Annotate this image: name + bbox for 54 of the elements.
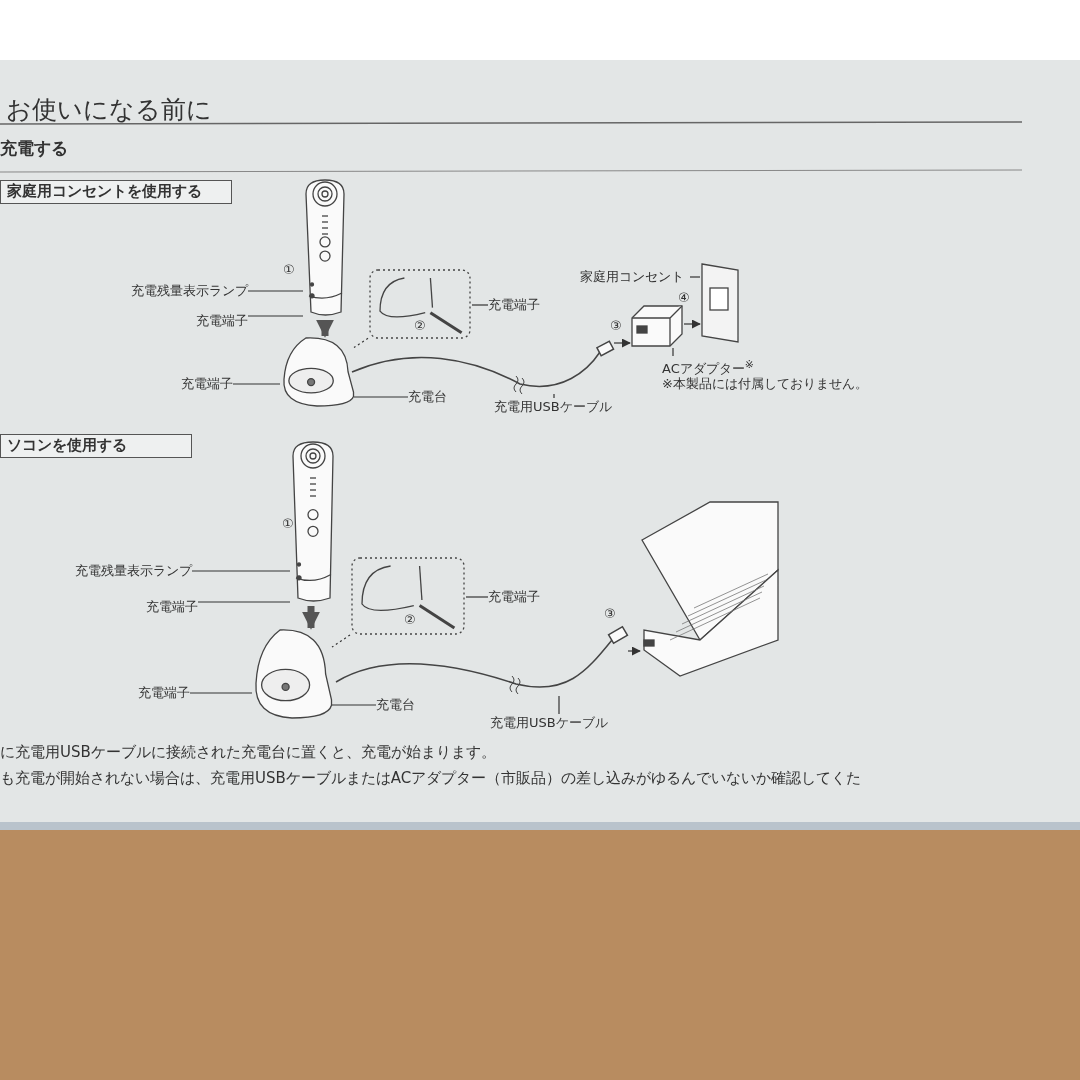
- footnote: ※本製品には付属しておりません。: [662, 376, 868, 392]
- part-label: 充電台: [408, 388, 462, 406]
- leader-line: [672, 347, 674, 357]
- callout-number: ③: [604, 606, 616, 622]
- leader-line: [689, 276, 701, 278]
- callout-number: ③: [610, 318, 622, 334]
- leader-line: [197, 601, 291, 603]
- dotted-callout-line: [353, 337, 369, 349]
- leader-line: [247, 315, 304, 317]
- arrow: [613, 338, 631, 348]
- leader-line: [553, 393, 555, 399]
- leader-line: [189, 692, 253, 694]
- arrow: [627, 646, 641, 656]
- section-heading-box: ソコンを使用する: [0, 434, 192, 458]
- part-label: 充電端子: [488, 296, 552, 314]
- dotted-callout-line: [331, 634, 351, 648]
- leader-line: [232, 383, 281, 385]
- part-label: 充電残量表示ランプ: [48, 562, 192, 580]
- leader-line: [331, 704, 377, 706]
- part-label: 充電端子: [163, 375, 233, 393]
- leader-line: [465, 596, 489, 598]
- wall-outlet-drawing: [700, 262, 740, 344]
- callout-number: ①: [282, 516, 294, 532]
- callout-number: ②: [404, 612, 416, 628]
- instruction-text: も充電が開始されない場合は、充電用USBケーブルまたはACアダプター（市販品）の差し込みがゆるんでいないか確認してくた: [0, 768, 862, 788]
- leader-line: [247, 290, 304, 292]
- part-label: 充電端子: [128, 598, 198, 616]
- part-label: ACアダプター$^{※}$: [662, 356, 766, 374]
- leader-line: [558, 695, 560, 715]
- leader-line: [471, 304, 489, 306]
- leader-line: [353, 396, 409, 398]
- part-label: 充電端子: [488, 588, 558, 606]
- adapter-drawing: [630, 304, 684, 348]
- arrow: [683, 319, 701, 329]
- detail-inset-drawing: [350, 556, 466, 636]
- section-heading: 充電する: [0, 140, 68, 156]
- detail-inset-drawing: [368, 268, 472, 340]
- part-label: 家庭用コンセント: [580, 268, 690, 286]
- part-label: 充電端子: [118, 684, 190, 702]
- charging-stand-drawing: [252, 628, 332, 720]
- callout-number: ④: [678, 290, 690, 306]
- instruction-text: に充電用USBケーブルに接続された充電台に置くと、充電が始まります。: [0, 742, 496, 762]
- page-title: お使いになる前に: [6, 96, 212, 124]
- part-label: 充電用USBケーブル: [490, 714, 632, 732]
- section-heading-box: 家庭用コンセントを使用する: [0, 180, 232, 204]
- part-label: 充電残量表示ランプ: [104, 282, 248, 300]
- leader-line: [191, 570, 291, 572]
- part-label: 充電用USBケーブル: [494, 398, 636, 416]
- callout-number: ②: [414, 318, 426, 334]
- part-label: 充電端子: [178, 312, 248, 330]
- down-arrow: [316, 319, 334, 338]
- part-label: 充電台: [376, 696, 430, 714]
- charging-stand-drawing: [280, 336, 354, 408]
- callout-number: ①: [283, 262, 295, 278]
